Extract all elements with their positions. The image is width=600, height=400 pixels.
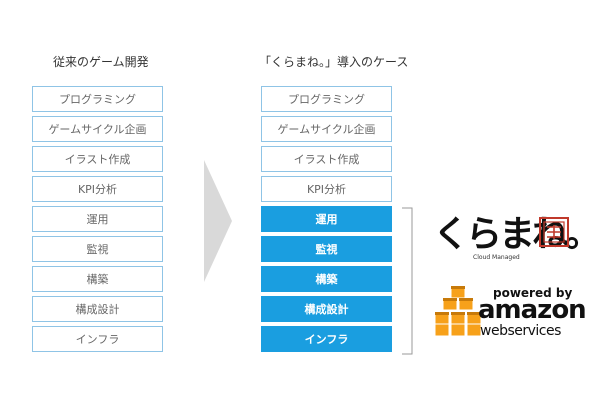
- right-item-construction: 構築: [261, 266, 392, 292]
- right-item-kpi-analysis: KPI分析: [261, 176, 392, 202]
- right-item-configuration-design: 構成設計: [261, 296, 392, 322]
- left-item-kpi-analysis: KPI分析: [32, 176, 163, 202]
- left-item-infrastructure: インフラ: [32, 326, 163, 352]
- left-item-operation: 運用: [32, 206, 163, 232]
- right-item-illustration: イラスト作成: [261, 146, 392, 172]
- left-item-monitoring: 監視: [32, 236, 163, 262]
- left-column-title: 従来のゲーム開発: [53, 55, 149, 69]
- kuramane-subtitle: Cloud Managed: [473, 254, 520, 261]
- right-item-programming: プログラミング: [261, 86, 392, 112]
- aws-web-services: webservices: [480, 323, 561, 339]
- right-stack: プログラミング ゲームサイクル企画 イラスト作成 KPI分析 運用 監視 構築 …: [261, 86, 392, 356]
- right-column-title: 「くらまね。」導入のケース: [259, 55, 409, 69]
- left-item-game-planning: ゲームサイクル企画: [32, 116, 163, 142]
- right-item-game-planning: ゲームサイクル企画: [261, 116, 392, 142]
- right-item-operation: 運用: [261, 206, 392, 232]
- arrow-right-icon: [204, 160, 232, 282]
- right-item-monitoring: 監視: [261, 236, 392, 262]
- aws-cubes-icon: [434, 285, 482, 337]
- aws-powered-by: powered by: [493, 286, 573, 300]
- left-item-construction: 構築: [32, 266, 163, 292]
- aws-logo: powered by amazon webservices: [433, 284, 587, 344]
- left-item-configuration-design: 構成設計: [32, 296, 163, 322]
- left-item-programming: プログラミング: [32, 86, 163, 112]
- left-stack: プログラミング ゲームサイクル企画 イラスト作成 KPI分析 運用 監視 構築 …: [32, 86, 163, 356]
- bracket-icon: [402, 207, 413, 355]
- aws-amazon-wordmark: amazon: [478, 295, 587, 325]
- kuramane-wordmark: くらまね。: [433, 213, 600, 255]
- kuramane-seal-icon: [539, 217, 569, 247]
- left-item-illustration: イラスト作成: [32, 146, 163, 172]
- right-item-infrastructure: インフラ: [261, 326, 392, 352]
- kuramane-logo: くらまね。 Cloud Managed: [433, 214, 600, 272]
